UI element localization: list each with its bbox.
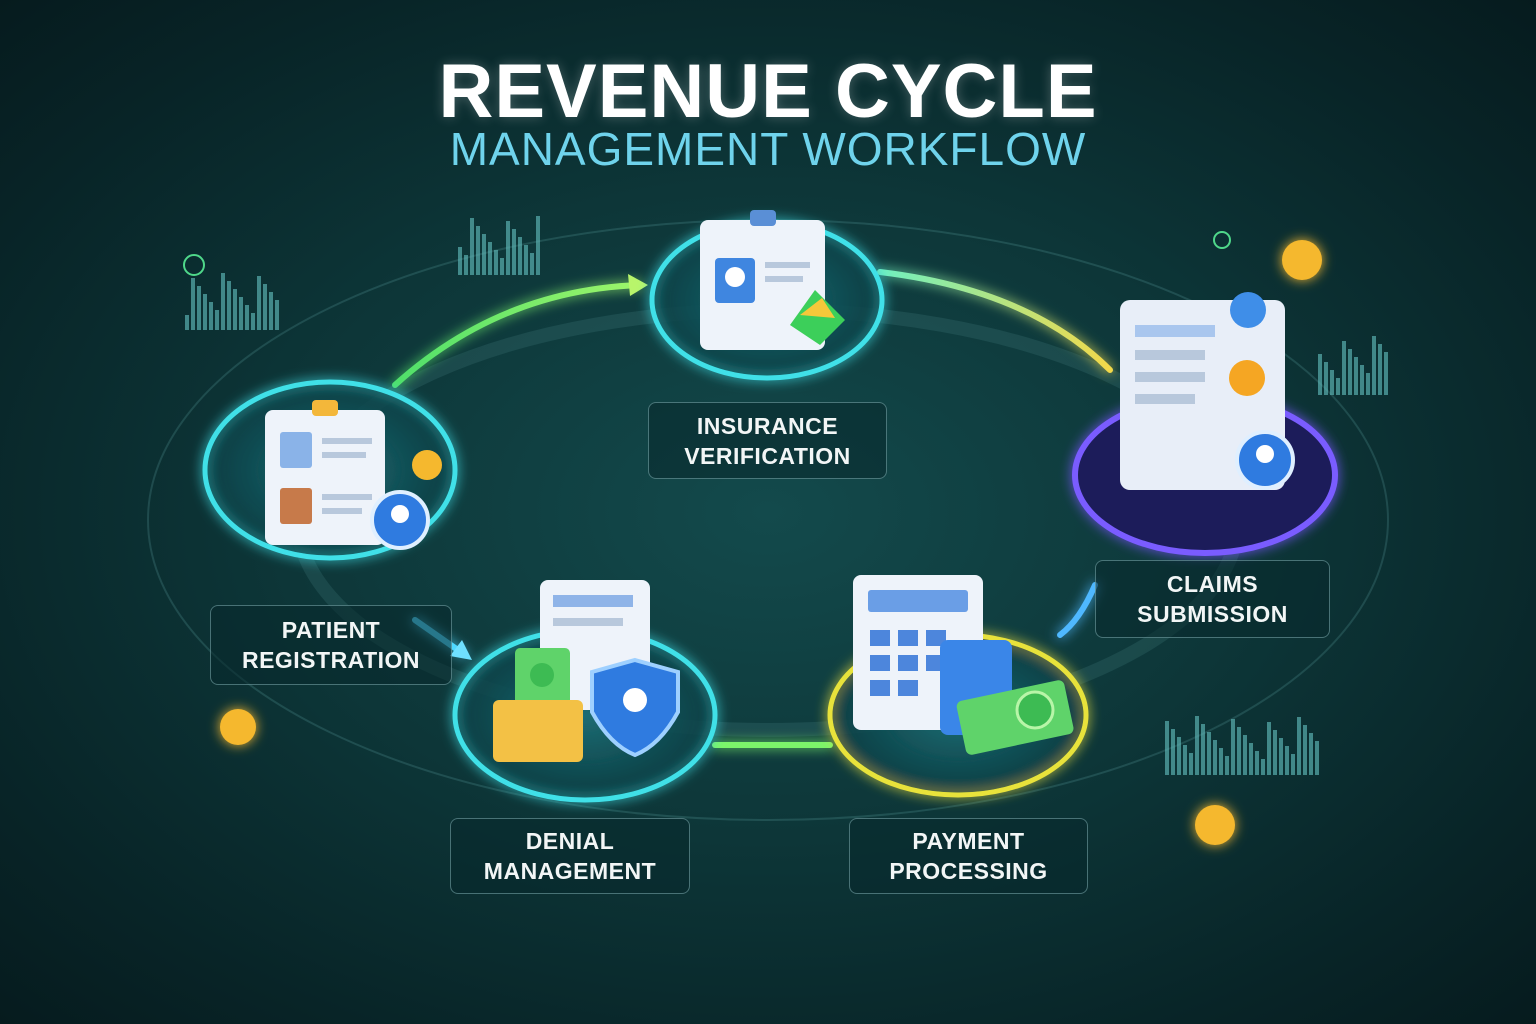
step-label-line: INSURANCE [696, 412, 839, 439]
decorative-bar [518, 237, 522, 275]
step-label-claims-submission: CLAIMS SUBMISSION [1095, 560, 1330, 638]
decorative-bar [191, 278, 195, 330]
decorative-bar-charts [185, 216, 1388, 775]
step-label-payment-processing: PAYMENT PROCESSING [849, 818, 1088, 894]
calculator-cash-icon [853, 575, 1074, 755]
step-label-line: PATIENT [281, 617, 381, 643]
decorative-bar [536, 216, 540, 275]
decorative-bar [1384, 352, 1388, 395]
insurance-card-icon [700, 210, 845, 350]
decorative-bar [1372, 336, 1376, 395]
decorative-bar [1285, 746, 1289, 775]
decorative-bar [185, 315, 189, 330]
step-label-line: DENIAL [525, 828, 615, 854]
page-subtitle: MANAGEMENT WORKFLOW [449, 123, 1087, 175]
decorative-bar [470, 218, 474, 275]
decorative-bar [215, 310, 219, 330]
decorative-bar [1237, 727, 1241, 775]
decorative-bar [458, 247, 462, 275]
decorative-bar [506, 221, 510, 275]
decorative-bar [1225, 756, 1229, 775]
decorative-bar [1267, 722, 1271, 775]
decorative-bar [1348, 349, 1352, 395]
decorative-bar [1243, 735, 1247, 775]
decorative-bar [1207, 732, 1211, 775]
decorative-bar [1342, 341, 1346, 395]
step-label-line: SUBMISSION [1137, 601, 1288, 627]
decorative-bar [275, 300, 279, 330]
decorative-bar [476, 226, 480, 275]
shield-envelope-icon [493, 580, 680, 762]
decorative-bar [1309, 733, 1313, 775]
decorative-bar [1297, 717, 1301, 775]
decorative-bar [1165, 721, 1169, 775]
decorative-bar [197, 286, 201, 330]
decorative-bar [1330, 370, 1334, 395]
step-label-insurance-verification: INSURANCE VERIFICATION [648, 402, 887, 479]
decorative-bar [1189, 753, 1193, 775]
decorative-bar [1324, 362, 1328, 395]
decorative-bar [245, 305, 249, 330]
arrow-registration-to-insurance [392, 282, 643, 388]
step-label-line: REGISTRATION [241, 647, 421, 673]
decorative-bar [1249, 743, 1253, 775]
step-label-line: PROCESSING [889, 858, 1048, 884]
decorative-bar [1303, 725, 1307, 775]
decorative-bar [1261, 759, 1265, 775]
step-label-line: CLAIMS [1166, 571, 1259, 597]
step-label-denial-management: DENIAL MANAGEMENT [450, 818, 690, 894]
decorative-bar [500, 258, 504, 275]
clipboard-patient-icon [265, 400, 442, 550]
decorative-bar [239, 297, 243, 330]
decorative-bar [257, 276, 261, 330]
decorative-bar [1279, 738, 1283, 775]
decorative-bar [1219, 748, 1223, 775]
decorative-bar [269, 292, 273, 330]
decorative-bar [233, 289, 237, 330]
decorative-bar [1378, 344, 1382, 395]
decorative-bar [1171, 729, 1175, 775]
decorative-bar [1291, 754, 1295, 775]
decorative-bar [464, 255, 468, 275]
step-label-patient-registration: PATIENT REGISTRATION [210, 605, 452, 685]
decorative-bar [209, 302, 213, 330]
arrow-claims-to-payment [1057, 582, 1098, 638]
decorative-bar [1201, 724, 1205, 775]
arrowhead-icon [450, 640, 472, 660]
decorative-bar [203, 294, 207, 330]
decorative-bar [482, 234, 486, 275]
decorative-bar [1255, 751, 1259, 775]
step-label-line: PAYMENT [912, 828, 1025, 854]
decorative-bar [263, 284, 267, 330]
decorative-bar [524, 245, 528, 275]
decorative-bar [512, 229, 516, 275]
decorative-bar [1213, 740, 1217, 775]
decorative-bar [1366, 373, 1370, 395]
decorative-bar [1318, 354, 1322, 395]
decorative-bar [1177, 737, 1181, 775]
step-label-line: VERIFICATION [684, 442, 851, 469]
coin-icons [183, 231, 1322, 845]
decorative-bar [530, 253, 534, 275]
decorative-bar [1336, 378, 1340, 395]
decorative-bar [1231, 719, 1235, 775]
decorative-bar [1354, 357, 1358, 395]
decorative-bar [251, 313, 255, 330]
step-label-line: MANAGEMENT [483, 858, 657, 884]
arrow-insurance-to-claims [877, 269, 1113, 373]
page-title: REVENUE CYCLE [438, 49, 1098, 134]
decorative-bar [1195, 716, 1199, 775]
decorative-bar [227, 281, 231, 330]
decorative-bar [494, 250, 498, 275]
decorative-bar [221, 273, 225, 330]
decorative-bar [1360, 365, 1364, 395]
decorative-bar [488, 242, 492, 275]
claims-document-icon [1120, 292, 1295, 490]
decorative-bar [1273, 730, 1277, 775]
arrowhead-icon [628, 274, 648, 296]
decorative-bar [1315, 741, 1319, 775]
decorative-bar [1183, 745, 1187, 775]
